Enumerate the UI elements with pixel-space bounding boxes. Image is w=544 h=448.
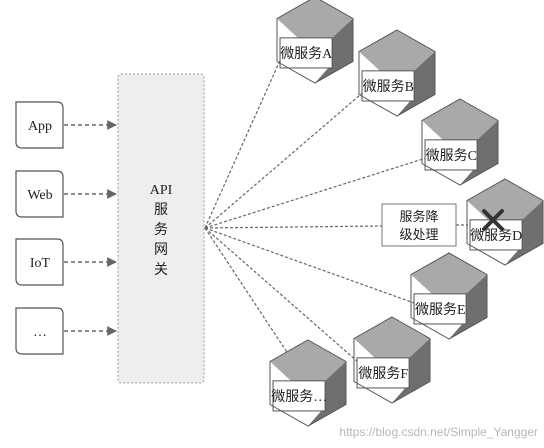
connector-to-service-b (204, 88, 368, 229)
connector-to-service-c (204, 157, 427, 229)
service-label-box (272, 380, 326, 412)
client-web-label: Web (27, 188, 52, 203)
service-label-box (356, 357, 410, 389)
service-label: 微服务E (415, 302, 466, 318)
service-hex-top (354, 317, 430, 358)
service-node: 微服务E (410, 252, 488, 340)
services-layer: 微服务A 微服务B 微服务C 微服务D 微服务E 微服务F 微服务… (269, 0, 544, 427)
service-hex-outline (410, 252, 488, 340)
client-group: App Web IoT … (15, 101, 64, 355)
degrade-box-line-1: 服务降 (399, 209, 438, 224)
api-gateway-line-4: 网 (154, 243, 168, 258)
api-gateway-line-5: 关 (154, 262, 168, 278)
connector-to-service-a (204, 55, 283, 229)
connector-to-service-e (204, 227, 415, 304)
service-hex-outline (358, 29, 436, 117)
client-web: Web (15, 170, 64, 218)
service-node: 微服务D (466, 178, 544, 266)
service-hex-outline (353, 316, 431, 404)
service-hex-outline (269, 339, 347, 427)
service-label: 微服务C (426, 148, 477, 164)
client-web-box (15, 170, 64, 218)
service-label-box (424, 139, 478, 171)
service-label: 微服务F (358, 366, 408, 382)
service-hex-outline (466, 178, 544, 266)
client-arrows (64, 120, 117, 336)
service-node: 微服务C (421, 98, 499, 186)
api-gateway-line-3: 务 (154, 222, 168, 238)
service-hex-top (277, 0, 353, 38)
client-more-label: … (33, 325, 47, 340)
client-app-label: App (28, 119, 52, 134)
client-iot: IoT (15, 238, 64, 286)
api-gateway-box (117, 73, 205, 384)
service-hex-top (467, 179, 543, 220)
degrade-box-frame (381, 203, 457, 247)
service-hex-top (422, 99, 498, 140)
api-gateway-line-1: API (150, 183, 173, 198)
service-connectors (204, 55, 468, 376)
client-more-box (15, 307, 64, 355)
service-label: 微服务D (470, 228, 522, 244)
service-label: 微服务B (363, 79, 414, 95)
service-hex-outline (421, 98, 499, 186)
connector-to-degrade (204, 225, 383, 229)
service-node: 微服务F (353, 316, 431, 404)
api-gateway-line-2: 服 (154, 203, 168, 218)
service-hex-top (270, 340, 346, 381)
client-app: App (15, 101, 64, 149)
degrade-box-line-2: 级处理 (399, 227, 438, 242)
client-more: … (15, 307, 64, 355)
service-label-box (279, 37, 333, 69)
service-hex-top (359, 30, 435, 71)
service-hex-top (411, 253, 487, 294)
client-app-box (15, 101, 64, 149)
degrade-box: 服务降 级处理 (381, 203, 457, 247)
service-label: 微服务… (271, 389, 327, 405)
client-iot-label: IoT (30, 256, 51, 271)
service-node: 微服务… (269, 339, 347, 427)
connector-to-service-more (204, 227, 303, 376)
client-iot-box (15, 238, 64, 286)
connector-to-service-f (204, 227, 359, 363)
service-node: 微服务B (358, 29, 436, 117)
degraded-cross-icon (482, 209, 504, 231)
api-gateway: API 服 务 网 关 (117, 73, 205, 384)
watermark-text: https://blog.csdn.net/Simple_Yangger (339, 425, 538, 439)
service-label-box (413, 293, 467, 325)
service-node: 微服务A (276, 0, 354, 84)
service-hex-outline (276, 0, 354, 84)
service-label: 微服务A (280, 46, 333, 62)
service-label-box (361, 70, 415, 102)
